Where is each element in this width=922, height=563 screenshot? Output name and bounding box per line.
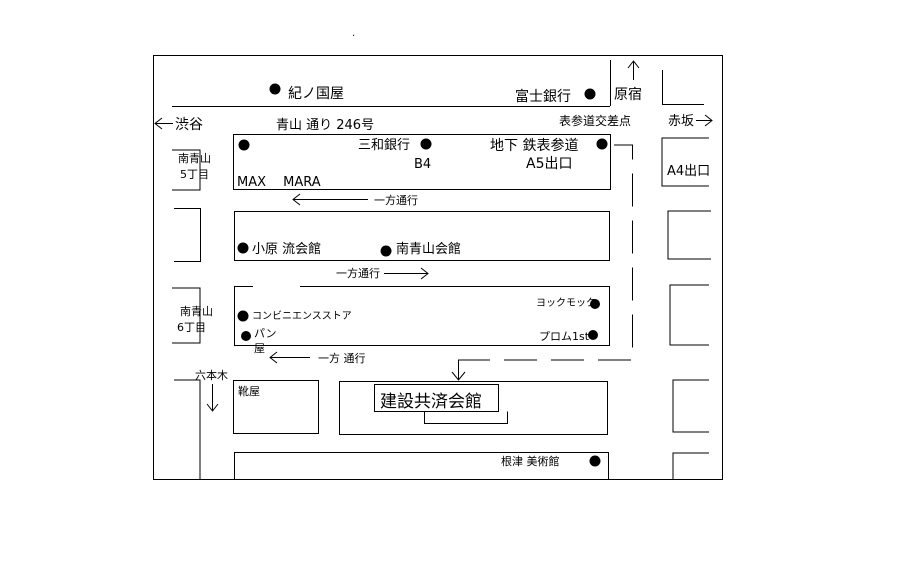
ohara-marker bbox=[237, 242, 249, 254]
aoyama-dori-label: 青山 通り 246号 bbox=[276, 118, 374, 133]
fuji-bank-marker bbox=[584, 88, 596, 100]
minami-aoyama-5-line2: 5丁目 bbox=[180, 168, 209, 181]
kinokuniya-marker bbox=[269, 83, 281, 95]
sanwa-bank-marker bbox=[420, 138, 432, 150]
right-block-2 bbox=[667, 210, 711, 260]
subway-marker bbox=[596, 138, 608, 150]
subway-label: 地下 鉄表参道 bbox=[490, 137, 578, 154]
right-block-1 bbox=[661, 137, 709, 187]
nezu-museum-label: 根津 美術館 bbox=[501, 454, 560, 468]
left-block-3 bbox=[172, 287, 201, 344]
oneway-3-arrow-head bbox=[269, 351, 278, 364]
bakery-marker bbox=[241, 331, 251, 341]
block-ohara bbox=[234, 211, 610, 261]
kensetsu-kyosai-label: 建設共済会館 bbox=[380, 392, 482, 412]
walking-route bbox=[458, 144, 633, 361]
ohara-label: 小原 流会館 bbox=[252, 242, 321, 257]
a5-exit-label: A5出口 bbox=[526, 156, 572, 172]
max-mara-marker bbox=[238, 139, 250, 151]
shoe-shop-label: 靴屋 bbox=[238, 384, 260, 398]
convenience-store-marker bbox=[237, 310, 249, 322]
harajuku-arrow-head bbox=[627, 60, 640, 69]
oneway-2-label: 一方通行 bbox=[336, 266, 380, 280]
yokumoku-label: ヨックモック bbox=[536, 297, 596, 309]
akasaka-arrow-head bbox=[704, 114, 713, 127]
roppongi-arrow-head bbox=[206, 403, 219, 412]
omotesando-crossing-label: 表参道交差点 bbox=[559, 113, 631, 128]
oneway-1-label: 一方通行 bbox=[374, 193, 418, 207]
right-block-4 bbox=[672, 379, 709, 433]
left-block-1 bbox=[172, 149, 201, 191]
oneway-3-label: 一方 通行 bbox=[318, 351, 366, 365]
bakery-label-line2: 屋 bbox=[254, 342, 265, 355]
fuji-bank-label: 富士銀行 bbox=[515, 88, 571, 105]
b4-label: B4 bbox=[414, 157, 431, 172]
block-nezu bbox=[234, 452, 609, 479]
prom-marker bbox=[588, 330, 598, 340]
oneway-1-arrow-head bbox=[292, 193, 301, 206]
left-block-2 bbox=[174, 208, 201, 262]
block-kensetsu bbox=[339, 381, 608, 435]
bakery-label-line1: パン bbox=[254, 327, 277, 340]
shibuya-label: 渋谷 bbox=[175, 117, 203, 133]
block-convenience bbox=[234, 286, 610, 346]
top-mark: . bbox=[352, 28, 355, 39]
max-mara-label: MAX MARA bbox=[237, 175, 321, 190]
route-arrow-head bbox=[451, 371, 466, 381]
sanwa-bank-label: 三和銀行 bbox=[358, 138, 410, 153]
oneway-2-arrow-head bbox=[420, 267, 429, 280]
minami-aoyama-6-line1: 南青山 bbox=[180, 305, 213, 318]
right-block-5 bbox=[672, 452, 709, 479]
convenience-store-label: コンビニエンスストア bbox=[252, 310, 352, 322]
block-shoe-shop bbox=[233, 380, 319, 434]
prom-label: プロム1st bbox=[539, 330, 590, 343]
akasaka-label: 赤坂 bbox=[668, 114, 694, 129]
kinokuniya-label: 紀ノ国屋 bbox=[288, 86, 344, 102]
right-block-3 bbox=[669, 284, 709, 346]
yokumoku-marker bbox=[590, 299, 600, 309]
block-omotesando bbox=[233, 134, 611, 190]
nezu-museum-marker bbox=[589, 455, 601, 467]
map-frame bbox=[153, 55, 723, 480]
roppongi-label: 六本木 bbox=[195, 368, 228, 382]
a4-exit-label: A4出口 bbox=[667, 164, 710, 179]
minami-aoyama-6-line2: 6丁目 bbox=[177, 321, 206, 334]
kensetsu-kyosai-box bbox=[374, 384, 499, 412]
minami-aoyama-hall-marker bbox=[380, 245, 392, 257]
minami-aoyama-hall-label: 南青山会館 bbox=[396, 241, 461, 257]
kensetsu-kyosai-tab bbox=[424, 411, 508, 424]
harajuku-label: 原宿 bbox=[614, 86, 642, 103]
minami-aoyama-5-line1: 南青山 bbox=[178, 152, 211, 165]
shibuya-arrow-head bbox=[154, 117, 163, 130]
left-block-4 bbox=[174, 379, 201, 479]
